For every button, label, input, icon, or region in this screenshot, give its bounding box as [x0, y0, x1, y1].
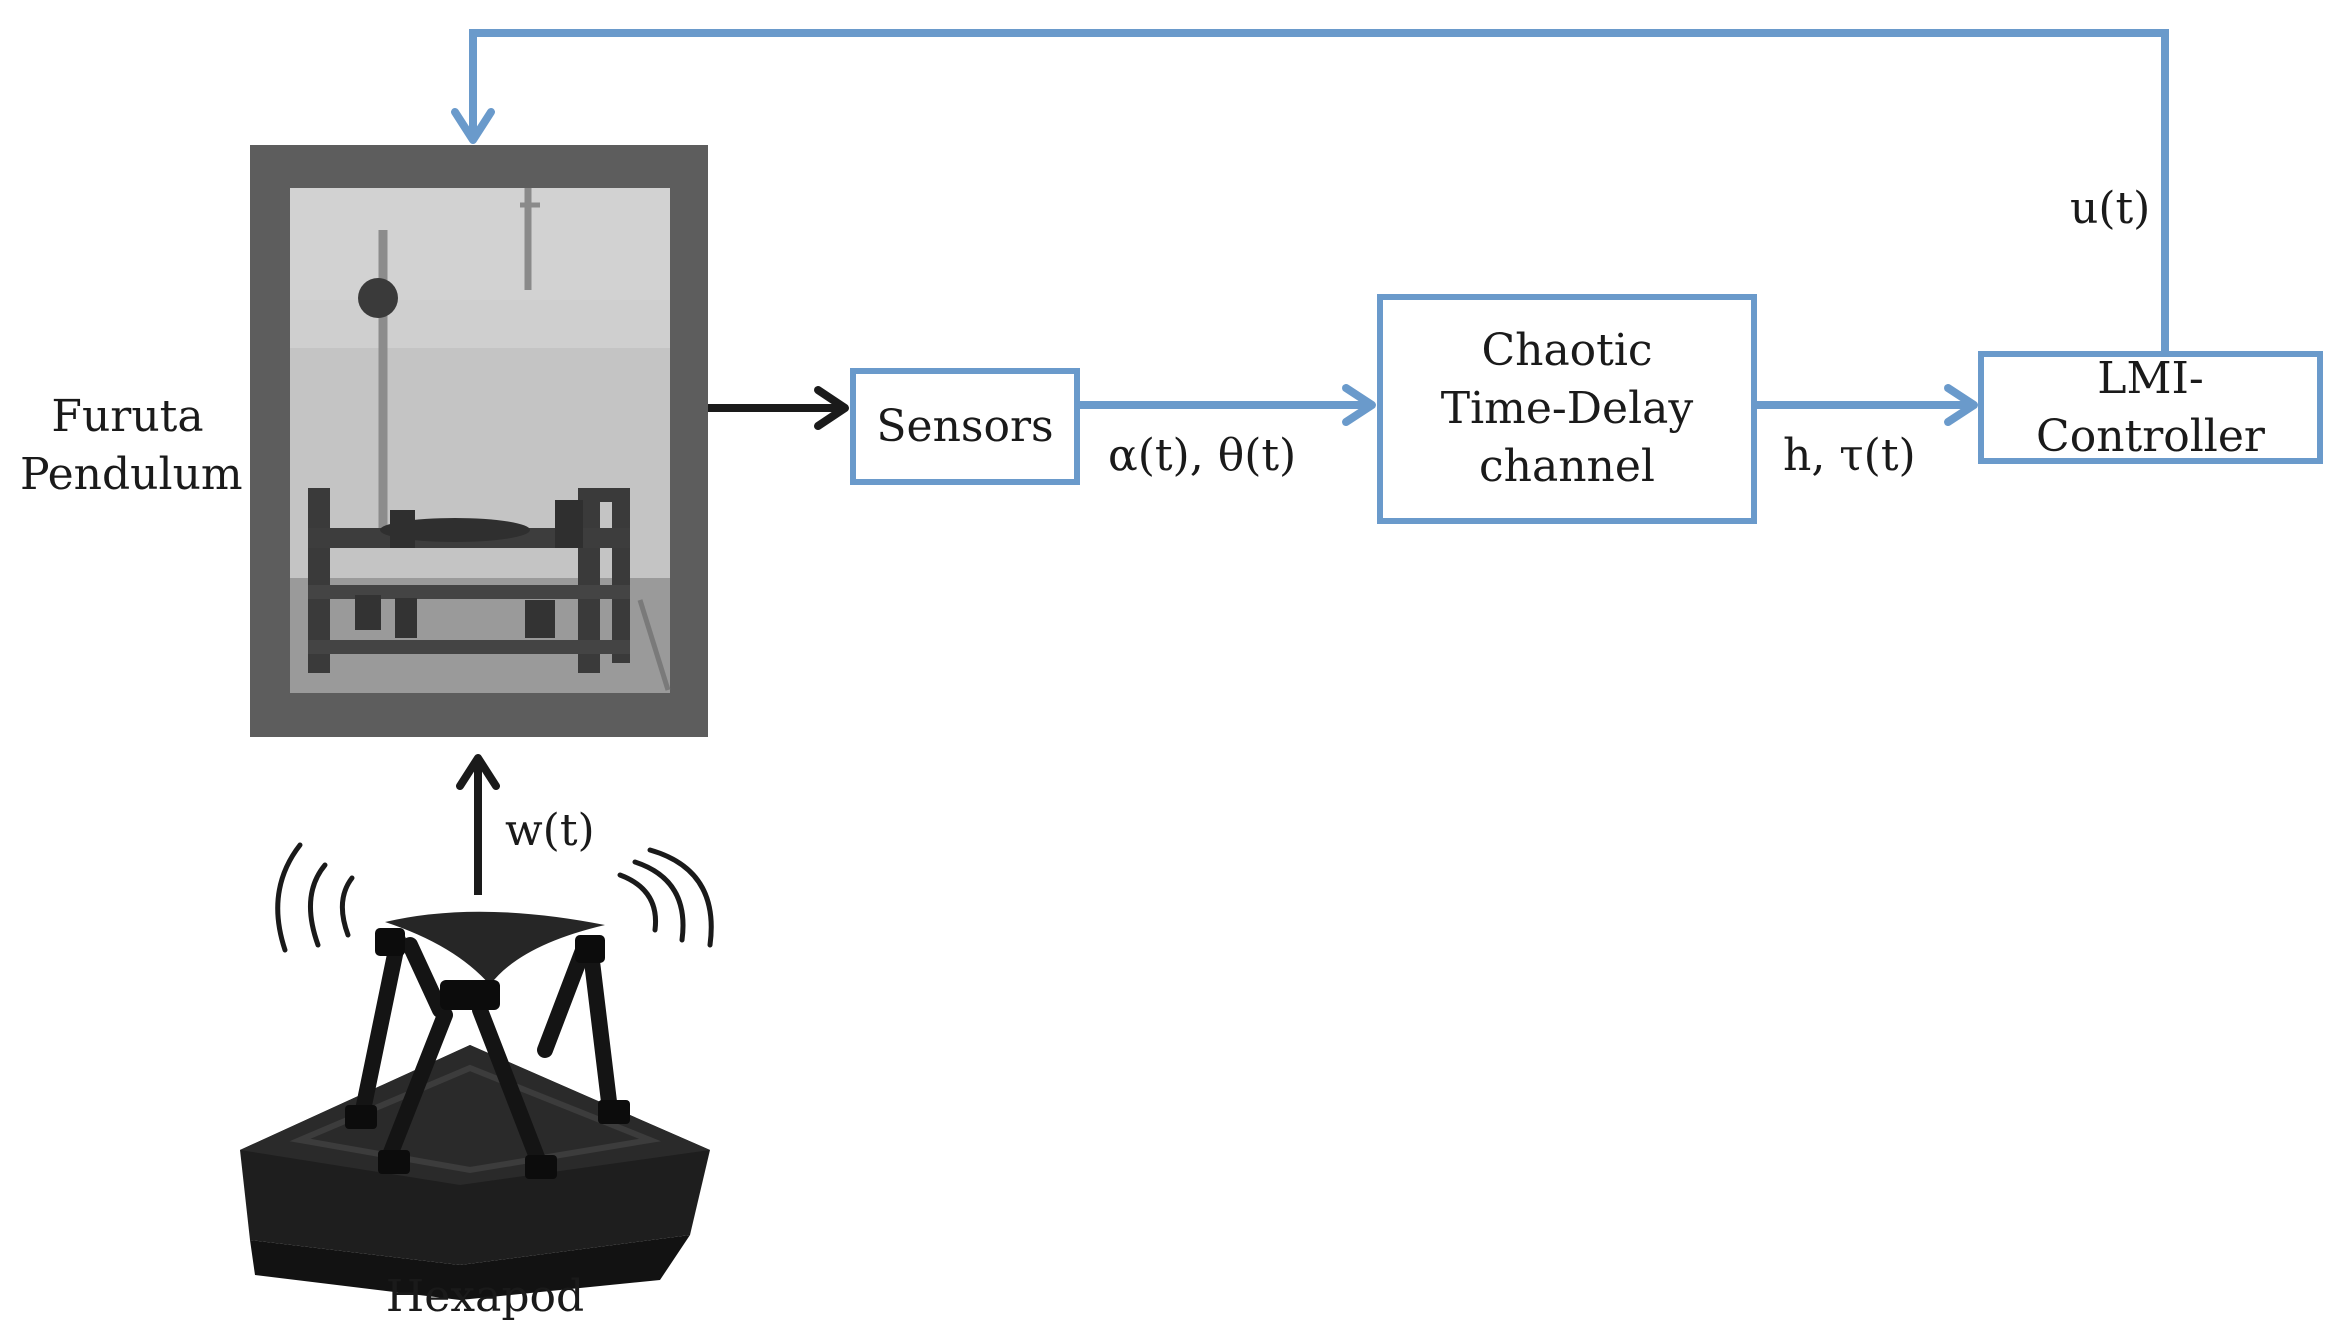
channel-block-line3: channel — [1479, 441, 1655, 492]
plant-to-sensors-arrowhead — [814, 386, 849, 430]
controller-block: LMI-Controller — [1978, 351, 2323, 464]
channel-block: Chaotic Time-Delay channel — [1377, 294, 1757, 524]
channel-to-controller-arrowhead — [1944, 384, 1978, 426]
sensors-block-label: Sensors — [876, 400, 1054, 452]
delay-signal-label: h, τ(t) — [1783, 430, 1916, 481]
sensors-block: Sensors — [850, 368, 1080, 485]
disturbance-arrowhead — [456, 754, 500, 790]
hexapod-label: Hexapod — [385, 1271, 585, 1322]
furuta-pendulum-photo — [250, 145, 708, 737]
disturbance-label: w(t) — [505, 805, 595, 856]
measured-signal-label: α(t), θ(t) — [1108, 430, 1297, 481]
controller-block-label: LMI-Controller — [2036, 352, 2265, 462]
plant-label-line2: Pendulum — [20, 449, 243, 500]
feedback-arrowhead — [451, 108, 495, 144]
channel-block-line2: Time-Delay — [1440, 383, 1694, 434]
control-signal-label: u(t) — [2070, 183, 2151, 234]
vibration-waves-icon — [275, 842, 714, 953]
hexapod-platform — [240, 911, 710, 1300]
plant-label-line1: Furuta — [51, 391, 204, 442]
plant-label: Furuta Pendulum — [20, 388, 243, 504]
sensors-to-channel-arrowhead — [1342, 384, 1376, 426]
channel-block-line1: Chaotic — [1481, 325, 1653, 376]
feedback-line — [469, 29, 2169, 356]
